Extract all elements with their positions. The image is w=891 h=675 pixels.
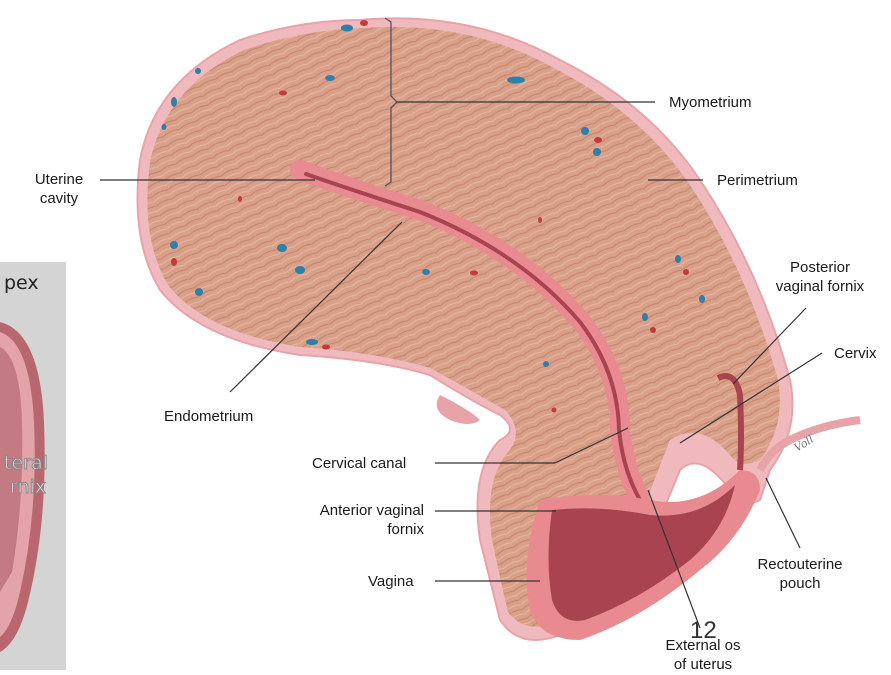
- label-vagina: Vagina: [368, 572, 414, 591]
- label-posterior-line2: vaginal fornix: [765, 277, 875, 296]
- vessel-vein: [422, 269, 430, 275]
- vessel-vein: [162, 124, 167, 130]
- vessel-artery: [650, 327, 656, 333]
- vessel-artery: [470, 271, 478, 276]
- label-rectouterine-pouch: Rectouterine pouch: [745, 555, 855, 593]
- label-cervix: Cervix: [834, 344, 877, 363]
- label-uterine-cavity-line2: cavity: [22, 189, 96, 208]
- vessel-vein: [295, 266, 305, 274]
- vessel-vein: [195, 288, 203, 296]
- vessel-artery: [238, 196, 242, 202]
- vessel-artery: [279, 91, 287, 96]
- label-uterine-cavity-line1: Uterine: [22, 170, 96, 189]
- vessel-vein: [543, 361, 549, 367]
- label-rectouterine-line1: Rectouterine: [745, 555, 855, 574]
- label-anterior-line2: fornix: [280, 520, 424, 539]
- label-anterior-vaginal-fornix: Anterior vaginal fornix: [280, 501, 424, 539]
- vessel-artery: [322, 345, 330, 350]
- vessel-artery: [552, 408, 557, 413]
- vessel-vein: [507, 77, 525, 84]
- vessel-vein: [306, 339, 318, 345]
- label-rectouterine-line2: pouch: [745, 574, 855, 593]
- label-posterior-line1: Posterior: [765, 258, 875, 277]
- vessel-artery: [171, 258, 177, 266]
- vessel-vein: [642, 313, 648, 321]
- label-posterior-vaginal-fornix: Posterior vaginal fornix: [765, 258, 875, 296]
- label-anterior-line1: Anterior vaginal: [280, 501, 424, 520]
- page-number: 12: [690, 617, 717, 645]
- label-perimetrium: Perimetrium: [717, 171, 798, 190]
- vessel-vein: [170, 241, 178, 249]
- vessel-vein: [593, 148, 601, 156]
- label-uterine-cavity: Uterine cavity: [22, 170, 96, 208]
- label-cervical-canal: Cervical canal: [312, 454, 406, 473]
- vessel-artery: [360, 20, 368, 26]
- vessel-artery: [683, 269, 689, 275]
- vessel-vein: [171, 97, 177, 107]
- vessel-artery: [594, 137, 602, 143]
- vessel-artery: [538, 217, 542, 223]
- label-myometrium: Myometrium: [669, 93, 752, 112]
- vessel-vein: [581, 127, 589, 135]
- leader-rectouterine: [766, 478, 800, 548]
- vessel-vein: [195, 68, 201, 74]
- vessel-vein: [699, 295, 705, 303]
- label-endometrium: Endometrium: [164, 407, 253, 426]
- vessel-vein: [675, 255, 681, 263]
- vessel-vein: [341, 25, 353, 32]
- vessel-vein: [325, 75, 335, 81]
- label-external-os-line2: of uterus: [648, 655, 758, 674]
- vessel-vein: [277, 244, 287, 252]
